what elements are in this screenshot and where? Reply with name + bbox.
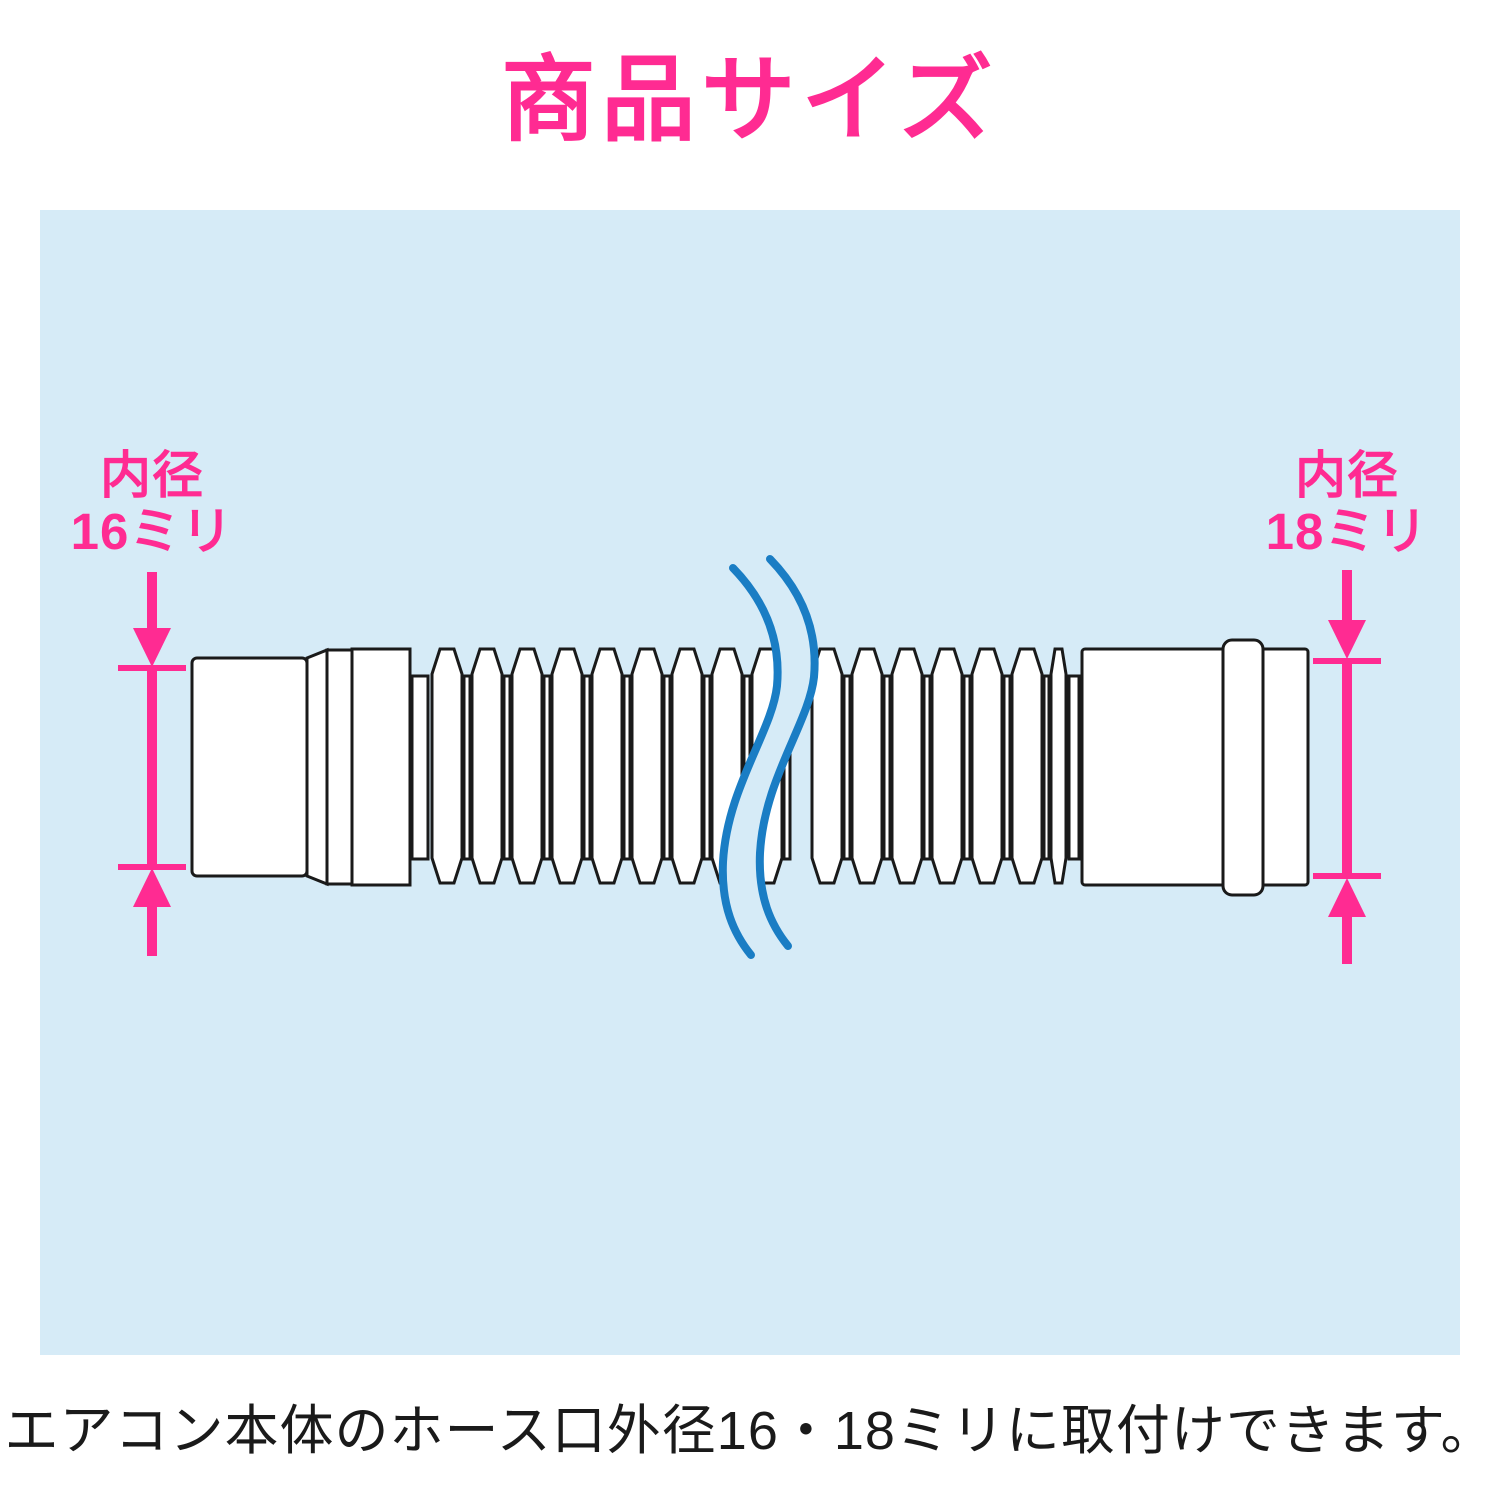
caption-text: エアコン本体のホース口外径16・18ミリに取付けできます。 — [4, 1401, 1496, 1461]
page-title: 商品サイズ — [501, 47, 999, 152]
right-dimension-label-line1: 内径 — [1294, 447, 1399, 504]
left-dimension-label-line1: 内径 — [99, 447, 204, 504]
left-dimension-label-line2: 16ミリ — [70, 503, 234, 560]
left-dimension-label: 内径 16ミリ — [32, 448, 272, 560]
right-dimension-label: 内径 18ミリ — [1227, 448, 1467, 560]
right-dimension-label-line2: 18ミリ — [1265, 503, 1429, 560]
diagram-panel — [40, 210, 1460, 1355]
